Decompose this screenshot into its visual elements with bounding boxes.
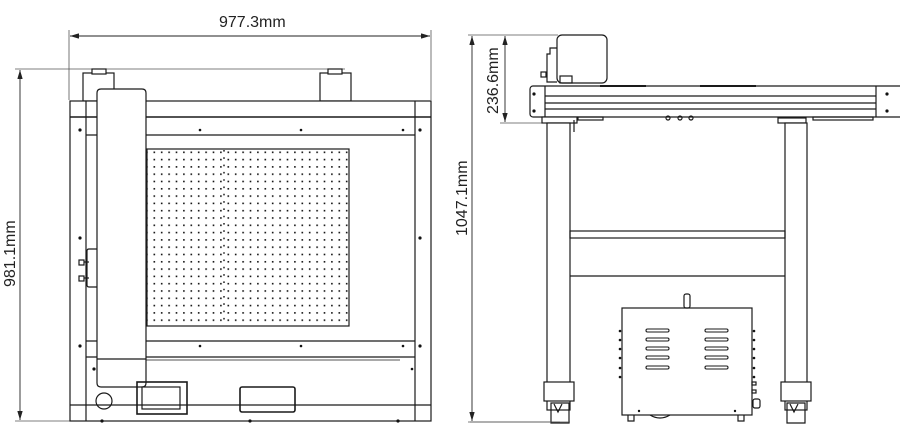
side-height-dimension: 1047.1mm	[454, 160, 471, 236]
front-height-dimension: 981.1mm	[2, 220, 19, 287]
head-height-dimension: 236.6mm	[485, 47, 502, 114]
front-view	[15, 30, 432, 423]
front-width-dimension: 977.3mm	[219, 14, 286, 31]
side-view	[468, 34, 900, 424]
